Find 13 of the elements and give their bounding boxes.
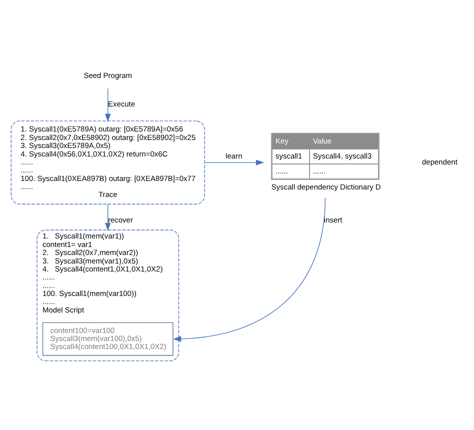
arrow <box>105 204 111 232</box>
label: dependent <box>422 157 458 166</box>
arrow <box>204 160 264 166</box>
edge-label: learn <box>226 151 242 160</box>
node-box: content100=var100 Syscall3(mem(var100),0x5) Syscall4(content100,0X1,0X1,0X2) <box>42 322 174 356</box>
edge-label: recover <box>108 215 133 224</box>
node-label: Syscall dependency Dictionary D <box>271 182 381 192</box>
node-box: 1. Syscall1(0xE5789A) outarg: [0xE5789A]=0x56 2. Syscall2(0x7,0xE58902) outarg: [0xE58902]=0x25 3. Syscall3(0xE5789A,0x5) 4. Syscall4(0x56,0X1,0X1,0X2) return=0x6C ...... ...... 100. Syscall1(0XEA897B) outarg: [0XEA897B]=0x77 ...... Trace <box>10 120 205 204</box>
node-text: Seed Program <box>84 70 132 80</box>
edge-label: insert <box>324 215 342 224</box>
arrow <box>105 88 111 122</box>
edge-label: Execute <box>108 100 136 109</box>
arrow <box>172 198 326 342</box>
